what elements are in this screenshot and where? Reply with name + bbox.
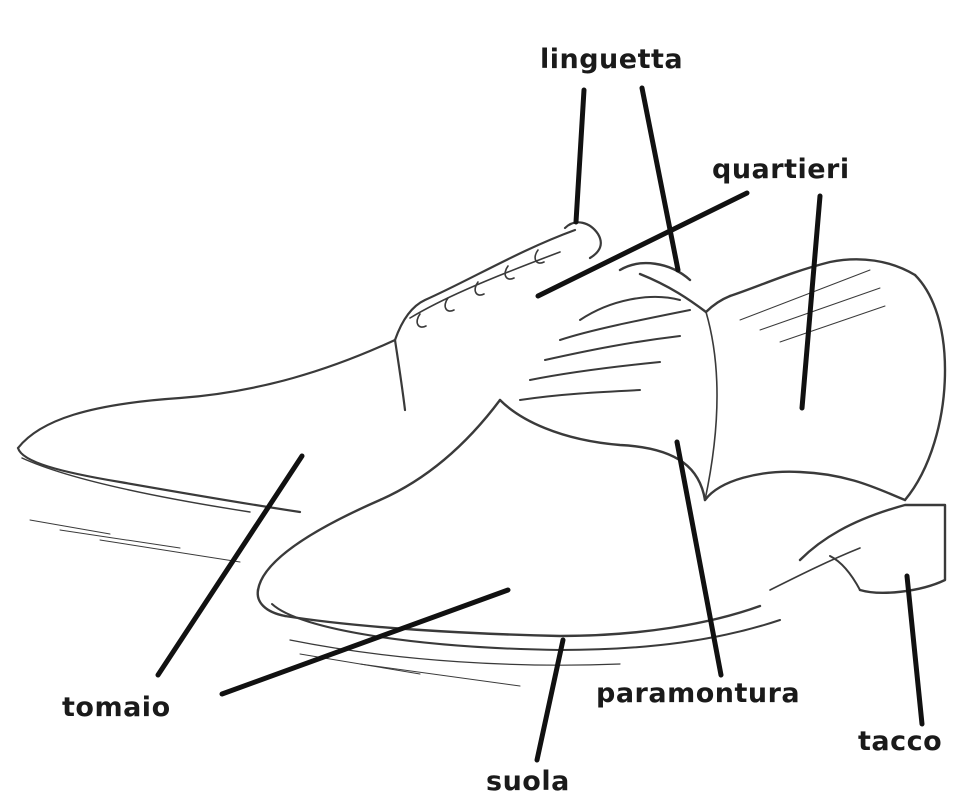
leader-line-tomaio-upper bbox=[158, 456, 302, 675]
leader-line-quartieri-upper bbox=[802, 196, 820, 408]
label-paramontura: paramontura bbox=[596, 680, 800, 707]
back-shoe-sketch bbox=[18, 222, 601, 562]
label-quartieri: quartieri bbox=[712, 156, 850, 183]
leader-line-linguetta-back bbox=[576, 90, 584, 222]
label-linguetta: linguetta bbox=[540, 46, 683, 73]
leader-line-tacco bbox=[907, 576, 922, 724]
leader-lines bbox=[158, 88, 922, 760]
label-suola: suola bbox=[486, 768, 570, 795]
leader-line-quartieri-lower bbox=[538, 193, 747, 296]
label-tomaio: tomaio bbox=[62, 694, 171, 721]
label-tacco: tacco bbox=[858, 728, 942, 755]
front-shoe-sketch bbox=[258, 259, 945, 686]
leader-line-suola bbox=[537, 640, 563, 760]
